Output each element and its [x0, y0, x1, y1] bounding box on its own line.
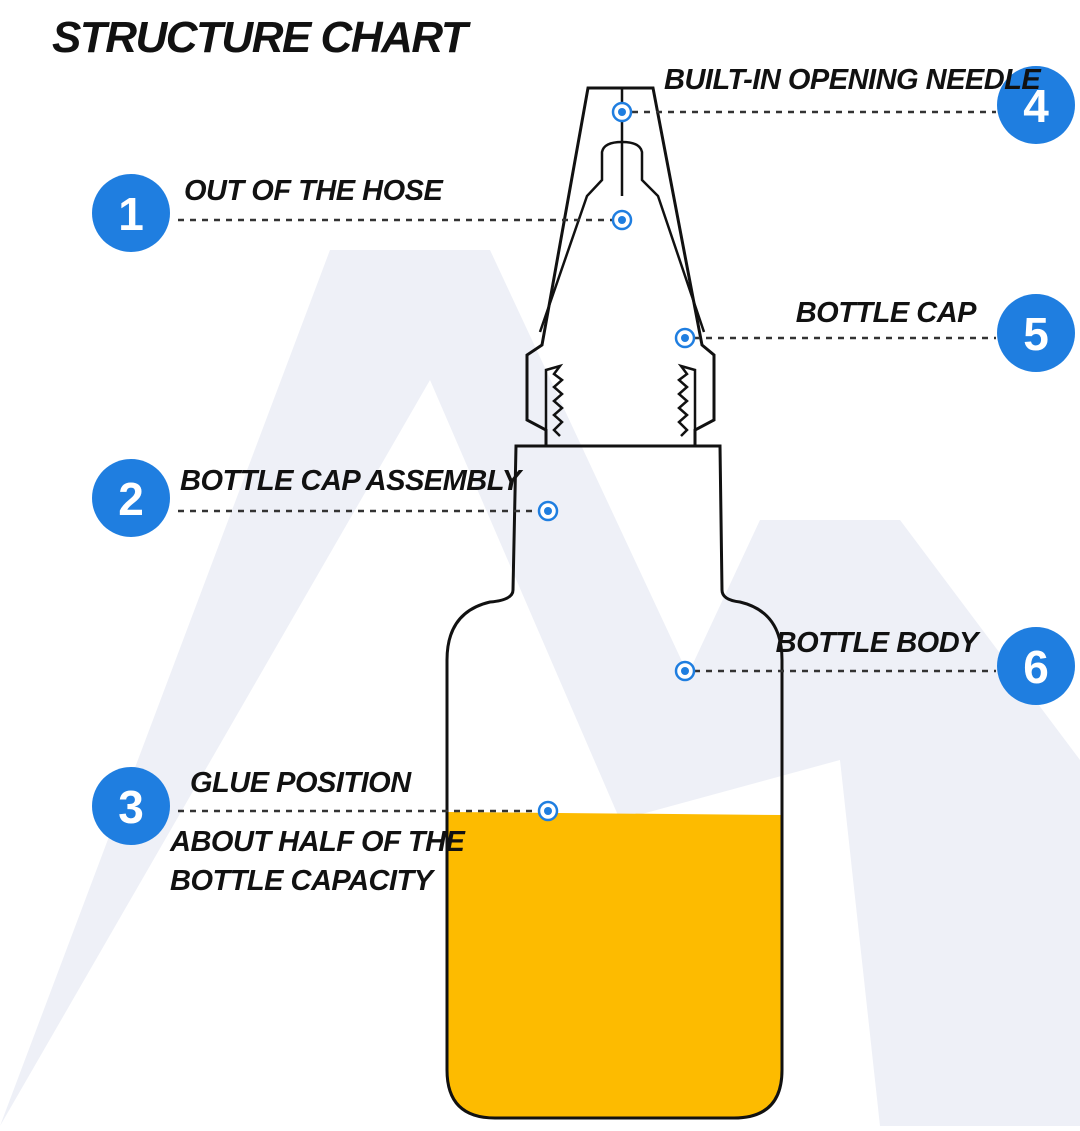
target-dot-4: [611, 101, 633, 123]
target-dot-1: [611, 209, 633, 231]
chart-title: STRUCTURE CHART: [52, 13, 471, 62]
callout-badge-6: 6: [997, 627, 1075, 705]
callout-label-2: BOTTLE CAP ASSEMBLY: [180, 465, 524, 497]
callout-number-1: 1: [118, 188, 144, 240]
callout-label-5: BOTTLE CAP: [796, 297, 977, 329]
target-dot-2: [537, 500, 559, 522]
glue-bottle: [445, 86, 784, 1120]
target-dot-5: [674, 327, 696, 349]
leader-lines: [178, 110, 996, 813]
target-dot-6: [674, 660, 696, 682]
cap-threads-left: [544, 363, 564, 437]
callout-badge-2: 2: [92, 459, 170, 537]
callout-badges: 1 2 3 4 5 6: [92, 66, 1075, 845]
glue-fill: [447, 812, 782, 1118]
cap-threads-right: [677, 363, 697, 437]
callout-label-4: BUILT-IN OPENING NEEDLE: [664, 64, 1042, 96]
callout-label-3: GLUE POSITION: [190, 767, 412, 799]
callout-number-2: 2: [118, 473, 144, 525]
target-dots: [537, 101, 696, 822]
callout-badge-4: 4: [997, 66, 1075, 144]
callout-label-1: OUT OF THE HOSE: [184, 175, 445, 207]
callout-labels: OUT OF THE HOSE BOTTLE CAP ASSEMBLY GLUE…: [169, 64, 1043, 897]
bottle-body-outline: [445, 589, 784, 1120]
callout-label-6: BOTTLE BODY: [776, 627, 981, 659]
callout-number-3: 3: [118, 781, 144, 833]
callout-badge-3: 3: [92, 767, 170, 845]
callout-number-5: 5: [1023, 308, 1049, 360]
callout-badge-5: 5: [997, 294, 1075, 372]
target-dot-3: [537, 800, 559, 822]
bottle-cap-assembly-outline: [511, 444, 724, 591]
callout-number-6: 6: [1023, 641, 1049, 693]
callout-badge-1: 1: [92, 174, 170, 252]
callout-sublabel-3b: BOTTLE CAPACITY: [170, 865, 436, 897]
callout-number-4: 4: [1023, 80, 1049, 132]
callout-sublabel-3a: ABOUT HALF OF THE: [169, 826, 467, 858]
bottle-cap-outline: [516, 86, 720, 448]
